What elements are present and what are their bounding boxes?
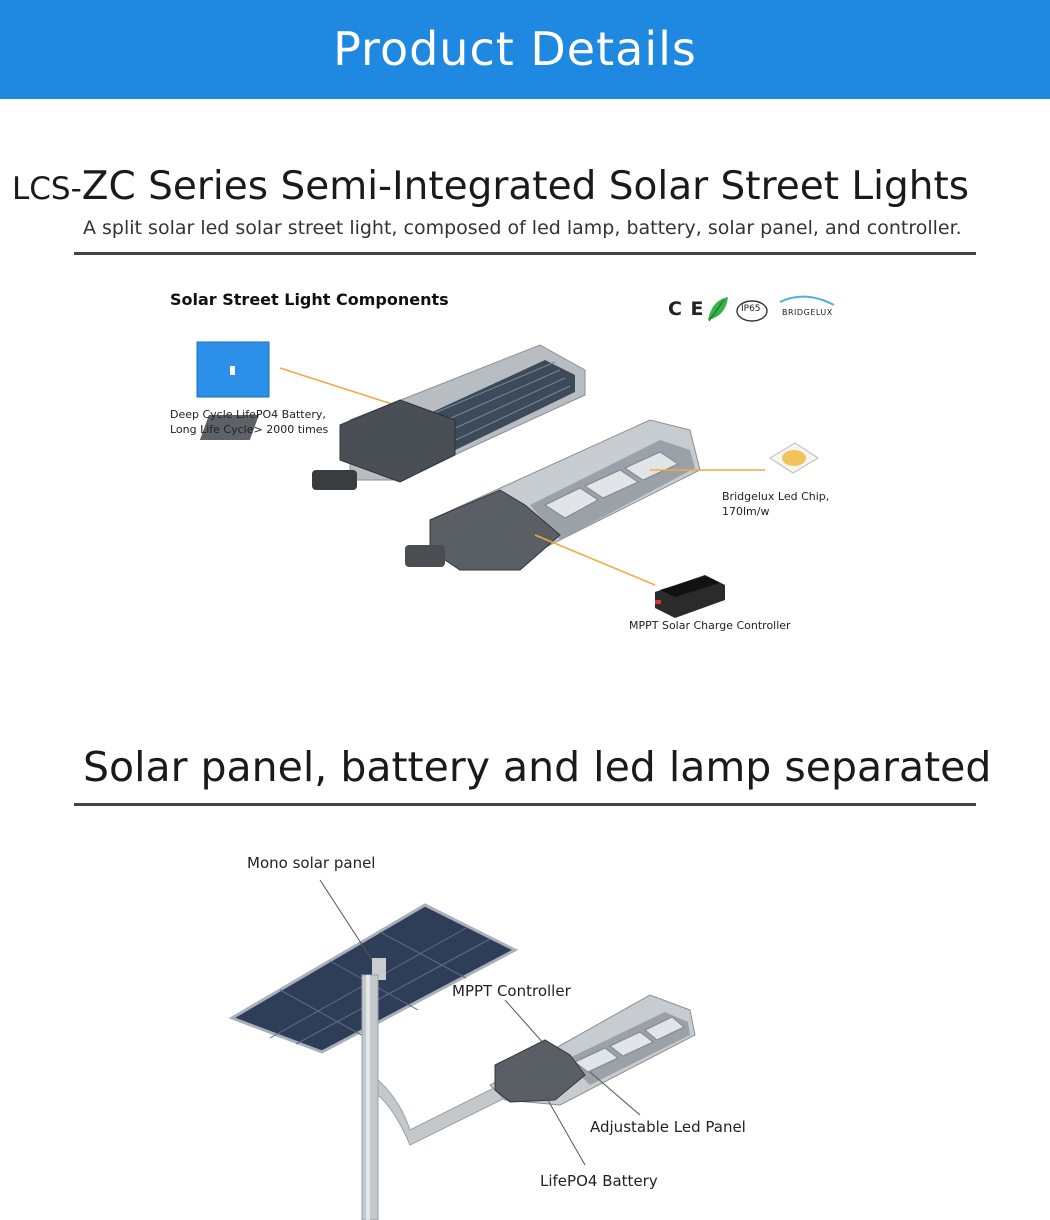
lamp-bottom-image bbox=[405, 419, 701, 571]
header-banner: Product Details bbox=[0, 0, 1050, 99]
ce-mark-icon: C E bbox=[668, 298, 705, 320]
controller-image bbox=[655, 575, 725, 618]
pole-battery-label: LifePO4 Battery bbox=[540, 1172, 658, 1190]
series-subtitle: A split solar led solar street light, co… bbox=[83, 217, 962, 239]
divider-2 bbox=[74, 803, 976, 806]
led-panel-label: Adjustable Led Panel bbox=[590, 1118, 746, 1136]
pole-controller-label: MPPT Controller bbox=[452, 982, 571, 1000]
pole-lamp-image bbox=[489, 994, 696, 1106]
battery-label-line1: Deep Cycle LifePO4 Battery, bbox=[170, 408, 326, 421]
series-title-main: ZC Series Semi-Integrated Solar Street L… bbox=[81, 164, 970, 209]
banner-title: Product Details bbox=[333, 22, 697, 76]
series-title: LCS-ZC Series Semi-Integrated Solar Stre… bbox=[12, 164, 969, 209]
battery-label-line2: Long Life Cycle> 2000 times bbox=[170, 423, 329, 436]
separated-title: Solar panel, battery and led lamp separa… bbox=[83, 743, 992, 791]
chip-label-line1: Bridgelux Led Chip, bbox=[722, 490, 830, 503]
series-title-prefix: LCS- bbox=[12, 171, 82, 207]
divider-1 bbox=[74, 252, 976, 255]
lamp-top-image bbox=[199, 344, 586, 490]
components-title: Solar Street Light Components bbox=[170, 290, 449, 309]
ip65-label: IP65 bbox=[741, 304, 761, 314]
panel-label: Mono solar panel bbox=[247, 854, 376, 872]
bridgelux-label: BRIDGELUX bbox=[782, 308, 833, 317]
chip-label-line2: 170lm/w bbox=[722, 505, 770, 518]
controller-label: MPPT Solar Charge Controller bbox=[629, 619, 791, 632]
